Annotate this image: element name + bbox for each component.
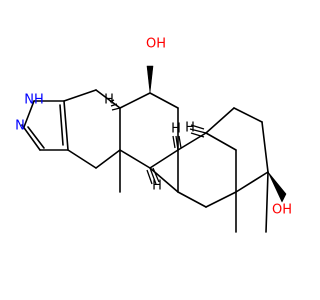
- hash-bond-c14: [189, 124, 207, 138]
- methyl-groups: [119, 149, 269, 233]
- ring-a: [63, 89, 121, 169]
- oh-right-wedge: [267, 171, 287, 203]
- molecule-canvas: OH OH NH N H H H H: [15, 36, 293, 233]
- steroid-pyrazole-structure: OH OH NH N H H H H: [15, 37, 292, 233]
- oh-top-wedge: [146, 65, 154, 94]
- hash-bond-c8: [172, 135, 182, 151]
- h-c5-label: H: [104, 93, 114, 108]
- ring-c: [149, 132, 237, 208]
- h-c9-label: H: [152, 179, 162, 194]
- oh-top-label: OH: [146, 37, 166, 52]
- h-c8-label: H: [171, 122, 181, 137]
- h-c14-label: H: [185, 121, 195, 136]
- pyrazole-ring: [21, 100, 69, 151]
- ring-b: [119, 92, 179, 169]
- nh-label: NH: [24, 93, 44, 108]
- hash-bond-c9: [146, 167, 160, 185]
- oh-right-label: OH: [272, 203, 292, 218]
- hash-bond-c5: [109, 99, 121, 111]
- ring-d: [205, 107, 269, 193]
- n-label: N: [15, 119, 25, 134]
